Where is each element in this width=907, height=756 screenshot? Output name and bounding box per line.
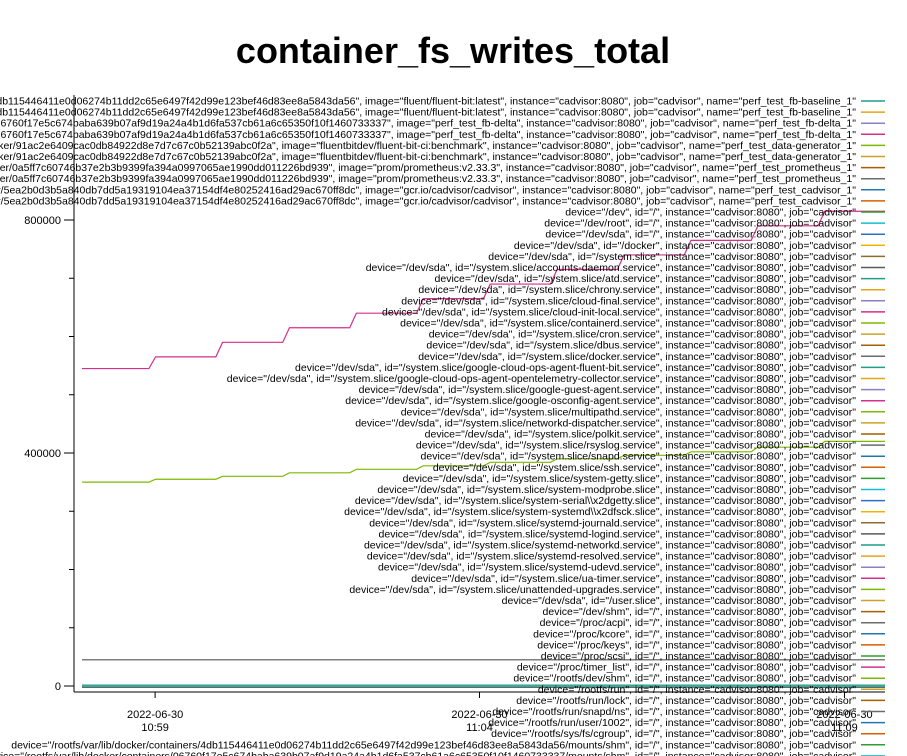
legend-label: device="/dev/sda", id="/system.slice/clo… xyxy=(401,295,856,307)
legend-label: device="/dev/sda", id="/system.slice/doc… xyxy=(418,351,856,363)
legend-label: device="/dev/sda", id="/system.slice/chr… xyxy=(418,284,856,296)
legend-label: device="/dev/sda", id="/system.slice/con… xyxy=(400,318,856,330)
legend-label: device="/dev/sda", id="/system.slice/sys… xyxy=(379,528,857,540)
series-line xyxy=(82,210,885,370)
x-tick-label: 2022-06-30 xyxy=(127,709,183,721)
series-line xyxy=(82,440,885,483)
legend-label: device="/rootfs/dev/shm", id="/", instan… xyxy=(513,673,856,685)
x-tick-label: 10:59 xyxy=(141,722,169,734)
legend-label: device="/dev/sda", id="/system.slice/sys… xyxy=(377,484,856,496)
legend-label: device="/proc/keys", id="/", instance="c… xyxy=(537,639,856,651)
legend-label: device="/dev/sda", id="/system.slice/sys… xyxy=(364,540,856,552)
legend-label: id="/docker/91ac2e6409cac0db84922d8e7d7c… xyxy=(0,140,856,152)
x-axis: 2022-06-3010:592022-06-3011:042022-06-30… xyxy=(74,691,885,734)
legend-label: device="/dev/sda", id="/system.slice/sna… xyxy=(421,451,857,463)
legend-label: device="/dev/sda", id="/system.slice/sys… xyxy=(403,473,857,485)
legend-label: device="/dev/shm", id="/", instance="cad… xyxy=(543,606,857,618)
legend-label: device="/dev/sda", id="/system.slice/goo… xyxy=(345,395,856,407)
legend-label: device="/rootfs/var/lib/docker/container… xyxy=(0,750,856,756)
legend: id="/docker/4db115446411e0d06274b11dd2c6… xyxy=(0,96,885,756)
legend-label: id="/docker/06760f17e5c674baba639b07af9d… xyxy=(0,129,856,141)
legend-label: id="/docker/5ea2b0d3b5a840db7dd5a1931910… xyxy=(0,195,856,207)
legend-label: device="/rootfs/var/lib/docker/container… xyxy=(11,739,856,751)
legend-label: id="/docker/4db115446411e0d06274b11dd2c6… xyxy=(0,96,856,108)
legend-label: device="/dev/sda", id="/system.slice/dbu… xyxy=(426,340,856,352)
chart-title: container_fs_writes_total xyxy=(236,30,670,71)
legend-label: device="/dev/sda", id="/system.slice/atd… xyxy=(435,273,857,285)
legend-label: device="/dev/sda", id="/system.slice/pol… xyxy=(425,429,857,441)
legend-label: device="/dev/sda", id="/system.slice/sys… xyxy=(378,562,856,574)
legend-label: device="/dev/sda", id="/system.slice/goo… xyxy=(359,384,857,396)
legend-label: device="/dev/sda", id="/system.slice/una… xyxy=(349,584,856,596)
x-tick-label: 11:04 xyxy=(466,722,493,734)
y-tick-label: 400000 xyxy=(24,448,61,460)
legend-label: device="/proc/acpi", id="/", instance="c… xyxy=(540,617,857,629)
legend-label: device="/dev/sda", id="/system.slice/sys… xyxy=(344,506,856,518)
legend-label: id="/docker/4db115446411e0d06274b11dd2c6… xyxy=(0,107,856,119)
legend-label: device="/proc/timer_list", id="/", insta… xyxy=(517,662,856,674)
legend-label: device="/dev/sda", id="/", instance="cad… xyxy=(545,229,856,241)
legend-label: device="/dev/sda", id="/system.slice/ua-… xyxy=(411,573,856,585)
legend-label: id="/docker/06760f17e5c674baba639b07af9d… xyxy=(0,118,856,130)
legend-label: device="/dev/sda", id="/system.slice/mul… xyxy=(401,406,857,418)
legend-label: device="/dev/sda", id="/system.slice/rsy… xyxy=(416,440,856,452)
legend-label: id="/docker/5ea2b0d3b5a840db7dd5a1931910… xyxy=(0,184,856,196)
y-axis: 0 400000 800000 xyxy=(24,95,75,693)
legend-label: device="/dev/sda", id="/system.slice/cro… xyxy=(429,329,857,341)
y-tick-label: 800000 xyxy=(24,215,61,227)
legend-label: device="/dev/sda", id="/docker", instanc… xyxy=(514,240,856,252)
legend-label: device="/dev/sda", id="/system.slice/ssh… xyxy=(433,462,856,474)
legend-label: device="/dev/sda", id="/system.slice/acc… xyxy=(366,262,857,274)
legend-label: device="/dev/sda", id="/system.slice/goo… xyxy=(295,362,856,374)
x-tick-label: 2022-06-30 xyxy=(816,709,872,721)
legend-label: device="/dev", id="/", instance="cadviso… xyxy=(565,207,856,219)
legend-label: device="/proc/scsi", id="/", instance="c… xyxy=(541,651,856,663)
y-tick-label: 0 xyxy=(55,681,61,693)
legend-label: device="/dev/sda", id="/user.slice", ins… xyxy=(502,595,857,607)
legend-label: device="/rootfs/run", id="/", instance="… xyxy=(538,684,856,696)
legend-label: device="/dev/sda", id="/system.slice/net… xyxy=(355,417,856,429)
legend-label: device="/dev/sda", id="/system.slice/sys… xyxy=(369,517,856,529)
legend-label: id="/docker/91ac2e6409cac0db84922d8e7d7c… xyxy=(0,151,856,163)
legend-label: device="/dev/sda", id="/system.slice", i… xyxy=(488,251,856,263)
legend-label: id="/docker/0a5ff7c60746b37e2b3b9399fa39… xyxy=(0,162,856,174)
legend-label: id="/docker/0a5ff7c60746b37e2b3b9399fa39… xyxy=(0,173,856,185)
legend-label: device="/rootfs/run/snapd/ns", id="/", i… xyxy=(492,706,856,718)
legend-label: device="/proc/kcore", id="/", instance="… xyxy=(533,628,856,640)
legend-label: device="/dev/sda", id="/system.slice/clo… xyxy=(382,306,856,318)
legend-label: device="/dev/root", id="/", instance="ca… xyxy=(544,218,856,230)
legend-label: device="/dev/sda", id="/system.slice/sys… xyxy=(367,551,856,563)
legend-label: device="/dev/sda", id="/system.slice/goo… xyxy=(227,373,856,385)
legend-label: device="/rootfs/run/user/1002", id="/", … xyxy=(488,717,856,729)
x-tick-label: 11:09 xyxy=(831,722,858,734)
series-lines xyxy=(82,210,885,688)
x-tick-label: 2022-06-30 xyxy=(451,709,507,721)
legend-label: device="/dev/sda", id="/system.slice/sys… xyxy=(355,495,856,507)
legend-label: device="/rootfs/run/lock", id="/", insta… xyxy=(516,695,856,707)
legend-label: device="/rootfs/sys/fs/cgroup", id="/", … xyxy=(491,728,856,740)
